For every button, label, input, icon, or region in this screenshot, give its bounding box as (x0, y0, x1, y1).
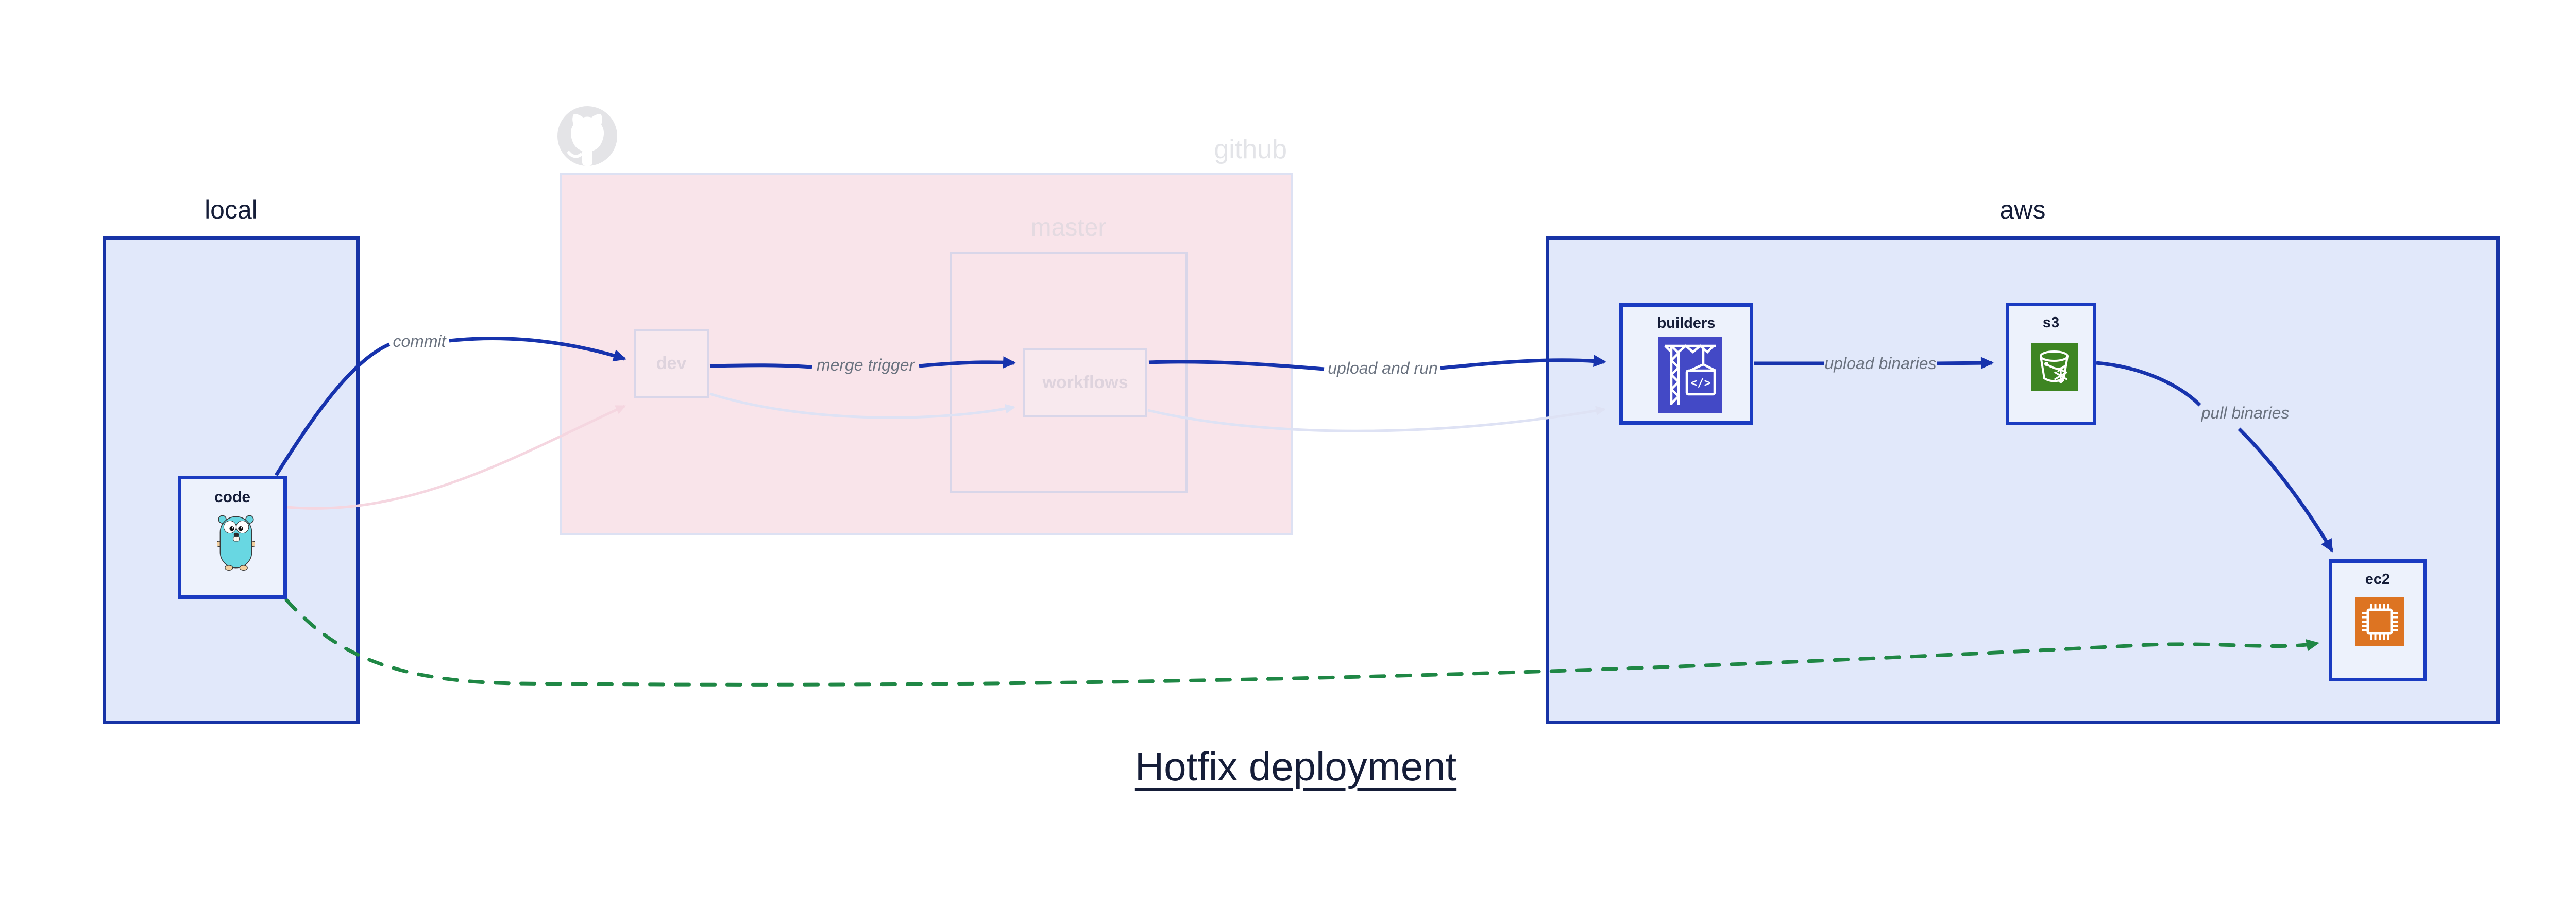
s3-bucket-icon (2031, 343, 2078, 391)
dev-node-label: dev (656, 354, 687, 373)
local-container-label: local (205, 195, 258, 224)
builders-node: builders </> (1619, 303, 1753, 425)
upload-and-run-edge-label: upload and run (1328, 359, 1438, 377)
aws-container-label: aws (1999, 195, 2046, 224)
github-container-label: github (1214, 135, 1287, 164)
s3-node: s3 (2006, 303, 2096, 425)
ec2-node-label: ec2 (2365, 571, 2391, 588)
master-group-label: master (1030, 214, 1107, 241)
github-octocat-icon (557, 106, 617, 166)
dev-node: dev (634, 329, 709, 398)
ec2-node: ec2 (2329, 559, 2427, 681)
commit-edge-label: commit (393, 332, 446, 350)
workflows-node: workflows (1023, 348, 1147, 417)
code-node: code (178, 476, 287, 599)
master-group (950, 252, 1188, 493)
go-gopher-icon (215, 511, 257, 572)
code-node-label: code (214, 489, 251, 506)
workflows-node-label: workflows (1042, 372, 1128, 392)
page-title: Hotfix deployment (1134, 744, 1457, 789)
s3-node-label: s3 (2042, 314, 2060, 331)
ec2-chip-icon (2355, 597, 2404, 646)
codebuild-crane-icon: </> (1658, 337, 1722, 413)
builders-node-label: builders (1657, 315, 1716, 331)
builders-icon-glyph: </> (1690, 377, 1711, 390)
